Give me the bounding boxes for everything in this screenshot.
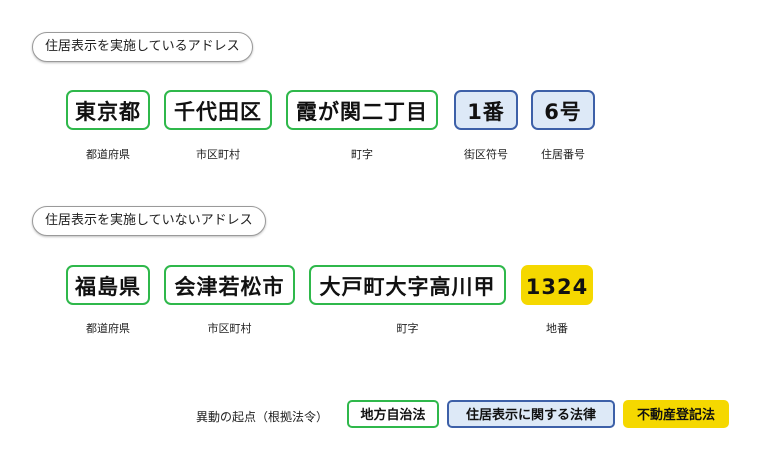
address2-prefecture-box: 福島県 xyxy=(66,265,150,305)
address1-residence-box: 6号 xyxy=(531,90,595,130)
address1-block-caption: 街区符号 xyxy=(464,148,508,161)
section1-heading: 住居表示を実施しているアドレス xyxy=(32,32,253,62)
legend-label: 異動の起点（根拠法令） xyxy=(196,410,329,424)
address2-prefecture-caption: 都道府県 xyxy=(86,322,130,335)
address1-prefecture-box: 東京都 xyxy=(66,90,150,130)
section2-heading: 住居表示を実施していないアドレス xyxy=(32,206,266,236)
address2-city-caption: 市区町村 xyxy=(207,322,252,335)
legend-item-real-property-registration-act: 不動産登記法 xyxy=(623,400,729,428)
address1-prefecture-caption: 都道府県 xyxy=(86,148,130,161)
legend-item-local-autonomy-act: 地方自治法 xyxy=(347,400,439,428)
address1-city-box: 千代田区 xyxy=(164,90,272,130)
address1-block-box: 1番 xyxy=(454,90,518,130)
legend-item-residence-indication-act: 住居表示に関する法律 xyxy=(447,400,615,428)
address2-lot-number-caption: 地番 xyxy=(546,322,568,335)
address2-town-caption: 町字 xyxy=(396,322,419,335)
address2-town-box: 大戸町大字高川甲 xyxy=(309,265,506,305)
address2-lot-number-box: 1324 xyxy=(521,265,593,305)
address1-town-box: 霞が関二丁目 xyxy=(286,90,438,130)
address2-city-box: 会津若松市 xyxy=(164,265,295,305)
address1-city-caption: 市区町村 xyxy=(196,148,240,161)
address1-town-caption: 町字 xyxy=(351,148,373,161)
address1-residence-caption: 住居番号 xyxy=(541,148,585,161)
